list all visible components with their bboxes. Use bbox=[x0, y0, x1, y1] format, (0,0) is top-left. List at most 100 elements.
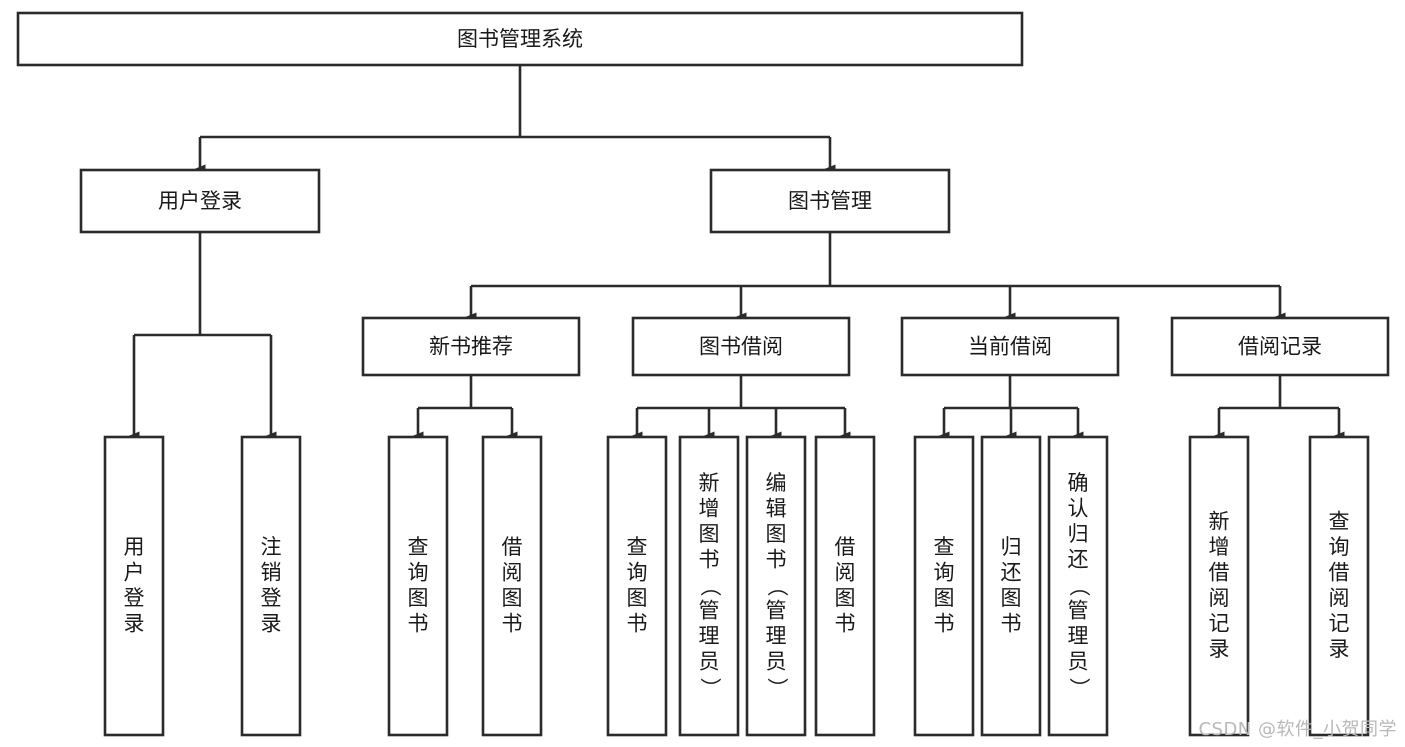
svg-text:书: 书 bbox=[934, 611, 955, 635]
level3-node-1[interactable]: 图书借阅 bbox=[631, 316, 851, 377]
svg-text:书: 书 bbox=[766, 548, 787, 572]
svg-text:图: 图 bbox=[835, 586, 856, 610]
leaf-node[interactable]: 用户登录 bbox=[103, 435, 165, 737]
node-border bbox=[481, 435, 543, 737]
svg-text:阅: 阅 bbox=[1209, 586, 1230, 610]
connector-layer bbox=[128, 65, 1345, 441]
level3-node-2[interactable]: 当前借阅 bbox=[900, 316, 1120, 377]
node-label: 借阅记录 bbox=[1238, 335, 1322, 359]
svg-text:登: 登 bbox=[124, 586, 145, 610]
node-border bbox=[913, 435, 975, 737]
root-node[interactable]: 图书管理系统 bbox=[16, 11, 1024, 67]
node-border bbox=[631, 316, 851, 377]
level3-node-3[interactable]: 借阅记录 bbox=[1170, 316, 1390, 377]
node-border bbox=[709, 168, 951, 234]
node-border bbox=[79, 168, 321, 234]
svg-text:管: 管 bbox=[699, 599, 720, 623]
svg-text:询: 询 bbox=[408, 560, 429, 584]
node-border bbox=[16, 11, 1024, 67]
svg-text:员: 员 bbox=[699, 650, 720, 674]
node-border bbox=[1170, 316, 1390, 377]
svg-text:录: 录 bbox=[124, 611, 145, 635]
svg-text:归: 归 bbox=[1001, 535, 1022, 559]
node-layer: 图书管理系统用户登录图书管理新书推荐图书借阅当前借阅借阅记录用户登录注销登录查询… bbox=[16, 11, 1390, 737]
svg-text:记: 记 bbox=[1209, 611, 1230, 635]
node-label: 图书借阅 bbox=[699, 335, 783, 359]
svg-text:员: 员 bbox=[1068, 650, 1089, 674]
svg-text:）: ） bbox=[765, 678, 789, 699]
level2-node-0[interactable]: 用户登录 bbox=[79, 168, 321, 234]
svg-text:借: 借 bbox=[835, 535, 856, 559]
node-border bbox=[240, 435, 302, 737]
svg-text:询: 询 bbox=[627, 560, 648, 584]
svg-text:图: 图 bbox=[934, 586, 955, 610]
svg-text:）: ） bbox=[1067, 678, 1091, 699]
svg-text:还: 还 bbox=[1001, 560, 1022, 584]
node-border bbox=[361, 316, 581, 377]
svg-text:询: 询 bbox=[1329, 535, 1350, 559]
svg-text:询: 询 bbox=[934, 560, 955, 584]
svg-text:（: （ bbox=[1067, 576, 1091, 597]
svg-text:书: 书 bbox=[502, 611, 523, 635]
svg-text:查: 查 bbox=[408, 535, 429, 559]
node-border bbox=[103, 435, 165, 737]
node-label: 图书管理系统 bbox=[457, 27, 583, 51]
level3-node-0[interactable]: 新书推荐 bbox=[361, 316, 581, 377]
level2-node-1[interactable]: 图书管理 bbox=[709, 168, 951, 234]
svg-text:用: 用 bbox=[124, 535, 145, 559]
svg-text:借: 借 bbox=[1209, 560, 1230, 584]
node-border bbox=[1047, 435, 1109, 737]
svg-text:查: 查 bbox=[934, 535, 955, 559]
svg-text:新: 新 bbox=[1209, 509, 1230, 533]
node-border bbox=[1308, 435, 1370, 737]
svg-text:理: 理 bbox=[699, 624, 720, 648]
svg-text:借: 借 bbox=[502, 535, 523, 559]
svg-text:图: 图 bbox=[408, 586, 429, 610]
node-border bbox=[678, 435, 740, 737]
node-label: 图书管理 bbox=[788, 189, 872, 213]
svg-text:书: 书 bbox=[408, 611, 429, 635]
svg-text:录: 录 bbox=[1329, 637, 1350, 661]
svg-text:阅: 阅 bbox=[835, 560, 856, 584]
svg-text:）: ） bbox=[698, 678, 722, 699]
svg-text:记: 记 bbox=[1329, 611, 1350, 635]
svg-text:书: 书 bbox=[835, 611, 856, 635]
node-border bbox=[387, 435, 449, 737]
node-border bbox=[980, 435, 1042, 737]
node-border bbox=[606, 435, 668, 737]
svg-text:辑: 辑 bbox=[766, 497, 787, 521]
svg-text:登: 登 bbox=[261, 586, 282, 610]
svg-text:书: 书 bbox=[699, 548, 720, 572]
node-border bbox=[900, 316, 1120, 377]
svg-text:归: 归 bbox=[1068, 522, 1089, 546]
svg-text:注: 注 bbox=[261, 535, 282, 559]
svg-text:图: 图 bbox=[627, 586, 648, 610]
svg-text:查: 查 bbox=[1329, 509, 1350, 533]
node-border bbox=[745, 435, 807, 737]
svg-text:阅: 阅 bbox=[502, 560, 523, 584]
svg-text:图: 图 bbox=[502, 586, 523, 610]
node-border bbox=[1188, 435, 1250, 737]
node-border bbox=[814, 435, 876, 737]
svg-text:认: 认 bbox=[1068, 497, 1089, 521]
